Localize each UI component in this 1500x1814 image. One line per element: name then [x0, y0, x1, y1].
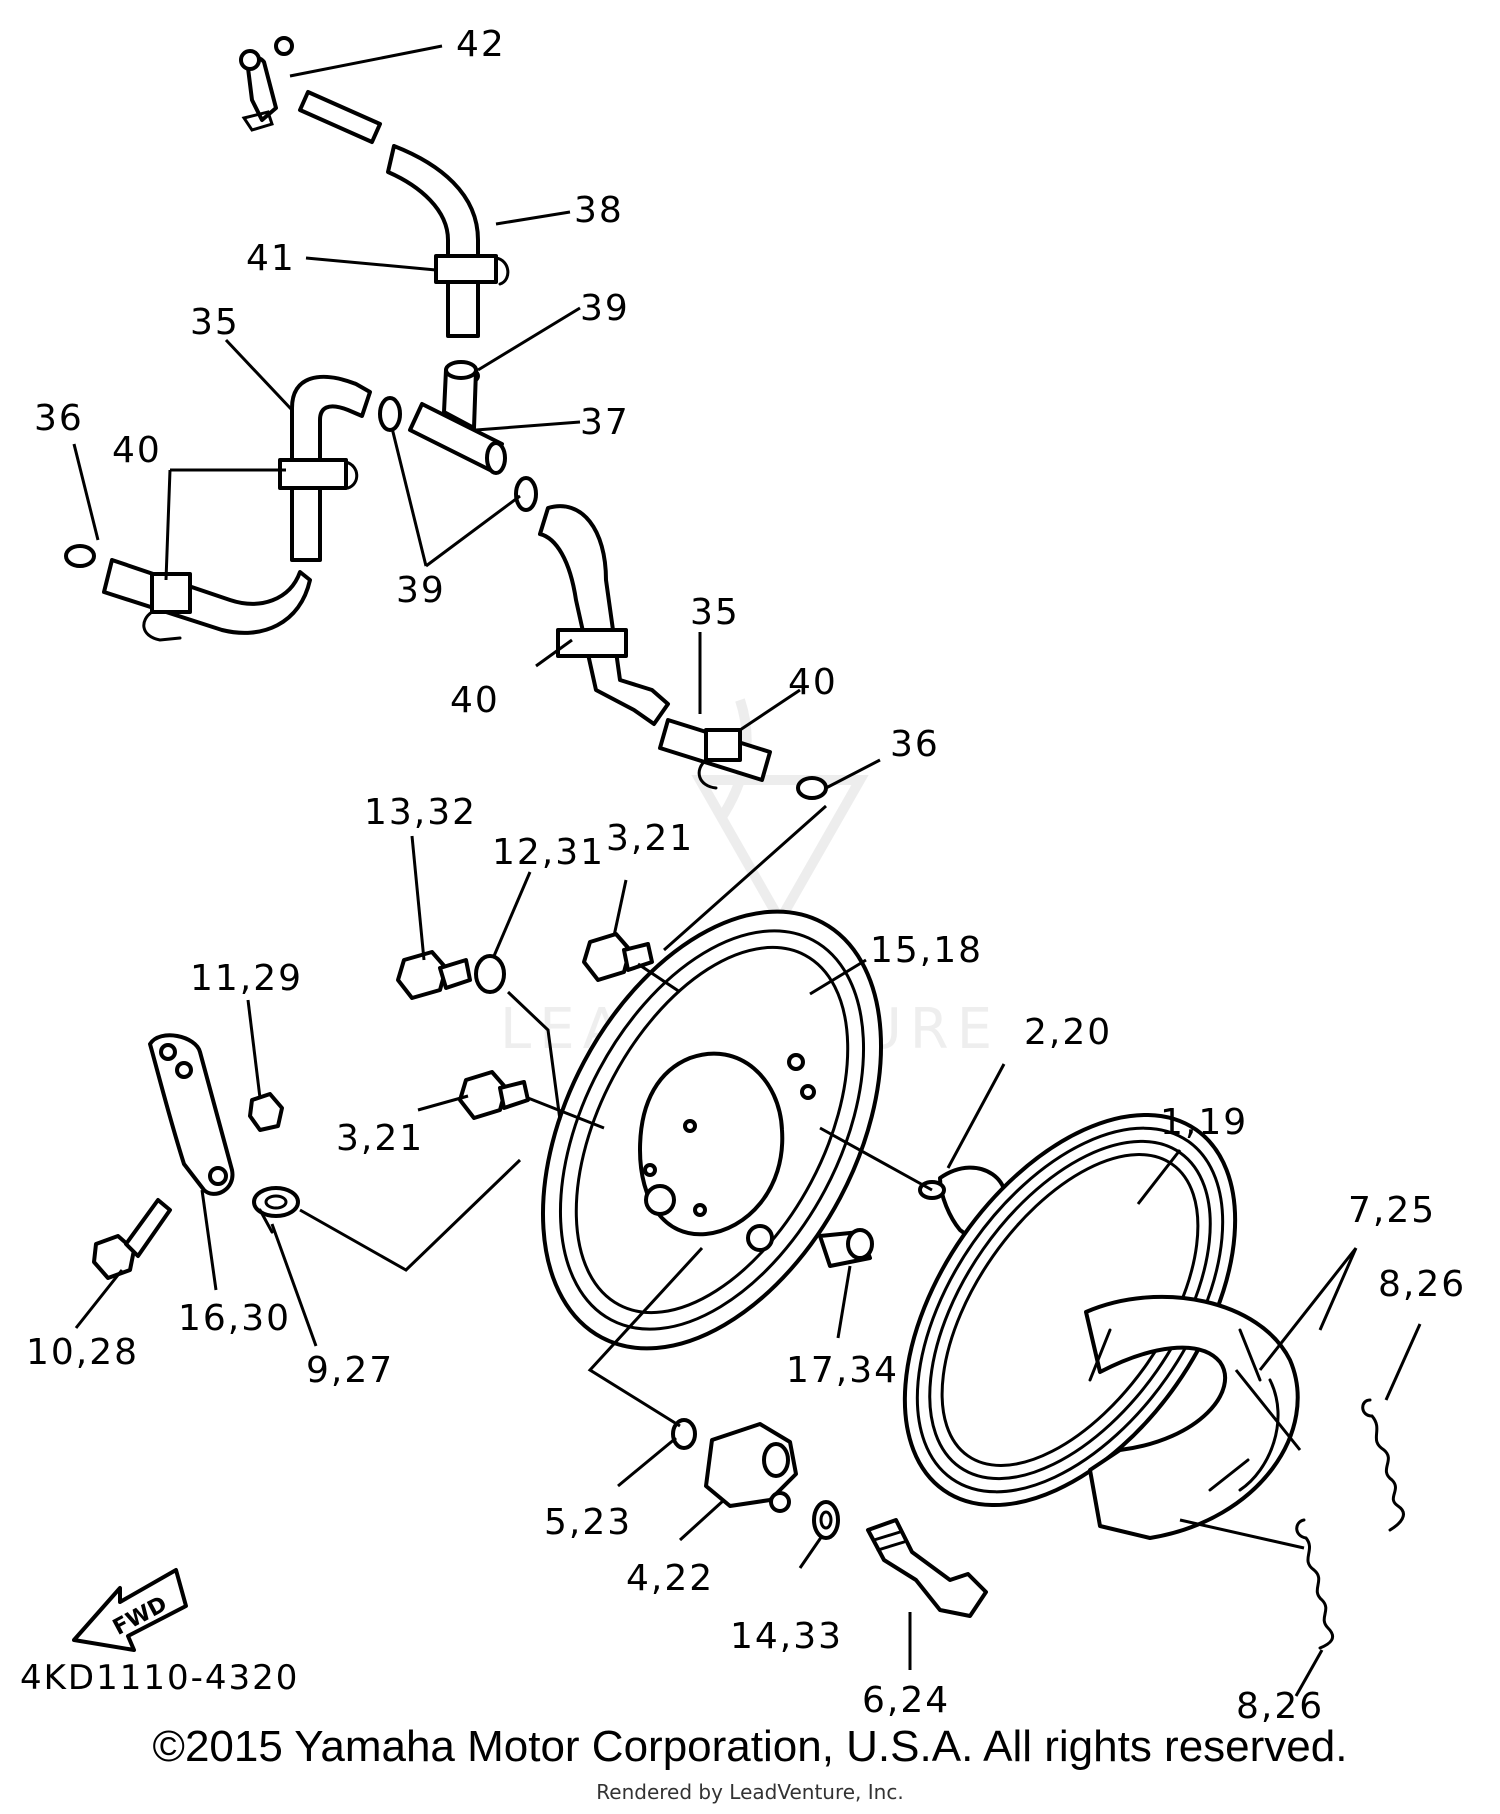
washer-12-31: [474, 954, 506, 994]
hose-clip-42: [239, 36, 294, 132]
brake-cam-6-24: [866, 1518, 988, 1618]
callout-17-34: 17,34: [786, 1350, 899, 1391]
brake-shoes-7-25: [1084, 1294, 1300, 1540]
bolt-3-21-upper: [582, 932, 654, 982]
bolt-17-34: [818, 1228, 874, 1268]
callout-38: 38: [574, 190, 624, 231]
callout-35: 35: [690, 592, 740, 633]
o-ring-5-23: [671, 1418, 697, 1450]
callout-40: 40: [450, 680, 500, 721]
callout-16-30: 16,30: [178, 1298, 291, 1339]
callout-1-19: 1,19: [1160, 1102, 1248, 1143]
bolt-10-28: [92, 1198, 172, 1280]
callout-2-20: 2,20: [1024, 1012, 1112, 1053]
callout-4-22: 4,22: [626, 1558, 714, 1599]
brake-lever-16-30: [148, 1033, 235, 1196]
t-fitting-37: [408, 360, 507, 475]
callout-3-21: 3,21: [336, 1118, 424, 1159]
nut-11-29: [248, 1092, 284, 1132]
diagram-code: 4KD1110-4320: [20, 1658, 300, 1698]
hose-35-middle: [538, 504, 828, 800]
bolt-13-32: [396, 950, 472, 1000]
brake-backing-plate-15-18: [540, 909, 884, 1351]
callout-36: 36: [890, 724, 940, 765]
hose-40-left: [64, 544, 312, 642]
callout-39: 39: [580, 288, 630, 329]
copyright-notice: ©2015 Yamaha Motor Corporation, U.S.A. A…: [152, 1722, 1348, 1771]
callout-40: 40: [112, 430, 162, 471]
callout-13-32: 13,32: [364, 792, 477, 833]
spring-8-26-lower: [1295, 1518, 1334, 1650]
callout-5-23: 5,23: [544, 1502, 632, 1543]
bolt-3-21-lower: [458, 1070, 530, 1120]
hose-clip-39-left: [378, 396, 402, 432]
callout-14-33: 14,33: [730, 1616, 843, 1657]
hose-38: [298, 90, 510, 338]
callout-6-24: 6,24: [862, 1680, 950, 1721]
hose-35-upper: [278, 374, 372, 562]
washer-9-27: [252, 1186, 300, 1234]
washer-14-33: [812, 1500, 840, 1540]
callout-39: 39: [396, 570, 446, 611]
callout-42: 42: [456, 24, 506, 65]
callout-10-28: 10,28: [26, 1332, 139, 1373]
callout-37: 37: [580, 402, 630, 443]
callout-15-18: 15,18: [870, 930, 983, 971]
callout-8-26: 8,26: [1378, 1264, 1466, 1305]
callout-11-29: 11,29: [190, 958, 303, 999]
callout-12-31: 12,31: [492, 832, 605, 873]
callout-labels: 42 38 41 39 35 37 36 40 39 35 40 40 36 1…: [26, 24, 1466, 1727]
brake-drum-1-19: [902, 1112, 1238, 1508]
camshaft-4-22: [704, 1422, 798, 1513]
hose-clip-39-right: [514, 476, 538, 512]
callout-7-25: 7,25: [1348, 1190, 1436, 1231]
callout-3-21: 3,21: [606, 818, 694, 859]
callout-8-26: 8,26: [1236, 1686, 1324, 1727]
callout-9-27: 9,27: [306, 1350, 394, 1391]
callout-35: 35: [190, 302, 240, 343]
rendered-by-credit: Rendered by LeadVenture, Inc.: [596, 1780, 904, 1804]
leader-lines: [72, 44, 1422, 1697]
spring-8-26-upper: [1361, 1398, 1405, 1532]
callout-40: 40: [788, 662, 838, 703]
callout-36: 36: [34, 398, 84, 439]
callout-41: 41: [246, 238, 296, 279]
forward-direction-arrow: FWD: [72, 1568, 188, 1652]
